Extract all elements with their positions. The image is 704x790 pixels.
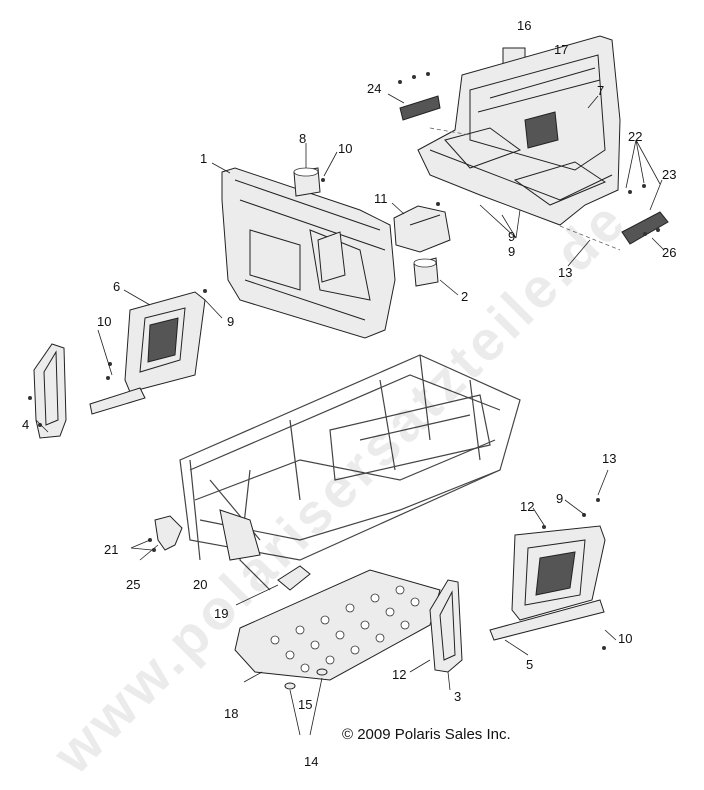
dash-panel-1	[221, 167, 396, 339]
pillar-4	[28, 343, 67, 439]
callout-10-a: 10	[338, 141, 353, 156]
pillar-3	[429, 579, 463, 673]
callout-16: 16	[517, 18, 532, 33]
grommet-15b	[316, 668, 328, 676]
callout-9-c: 9	[556, 491, 564, 506]
callout-2: 2	[461, 289, 469, 304]
callout-20: 20	[193, 577, 208, 592]
callout-13-a: 13	[602, 451, 617, 466]
plate-19	[277, 565, 311, 591]
callout-15: 15	[298, 697, 313, 712]
callout-10-b: 10	[97, 314, 112, 329]
callout-12-b: 12	[392, 667, 407, 682]
cargo-box-7	[417, 35, 621, 226]
bracket-24	[398, 72, 441, 121]
callout-13-b: 13	[558, 265, 573, 280]
callout-9-a: 9	[508, 229, 516, 244]
callout-10-c: 10	[618, 631, 633, 646]
callout-11: 11	[374, 191, 388, 206]
side-panel-5	[489, 498, 606, 650]
callout-9-b: 9	[227, 314, 235, 329]
callout-1: 1	[200, 151, 208, 166]
grommet-15a	[284, 682, 296, 690]
callout-8: 8	[299, 131, 307, 146]
chassis-frame	[179, 354, 521, 591]
callout-5: 5	[526, 657, 534, 672]
callout-19: 19	[214, 606, 229, 621]
callout-9-d: 9	[508, 244, 516, 259]
callout-3: 3	[454, 689, 462, 704]
side-panel-6	[89, 289, 207, 415]
callout-12-a: 12	[520, 499, 535, 514]
copyright-notice: © 2009 Polaris Sales Inc.	[342, 726, 511, 743]
callout-17: 17	[554, 42, 569, 57]
callout-4: 4	[22, 417, 30, 432]
bracket-23	[621, 184, 669, 245]
cupholder-8	[293, 167, 325, 197]
callout-18: 18	[224, 706, 239, 721]
gasket-21	[148, 515, 183, 552]
callout-7: 7	[597, 83, 605, 98]
callout-24: 24	[367, 81, 382, 96]
callout-6: 6	[113, 279, 121, 294]
cupholder-2	[413, 257, 439, 287]
callout-25: 25	[126, 577, 141, 592]
callout-26: 26	[662, 245, 677, 260]
bracket-11	[393, 202, 451, 253]
callout-21: 21	[104, 542, 119, 557]
skid-plate-18	[234, 569, 441, 681]
callout-14: 14	[304, 754, 319, 769]
callout-22: 22	[628, 129, 643, 144]
callout-23: 23	[662, 167, 677, 182]
